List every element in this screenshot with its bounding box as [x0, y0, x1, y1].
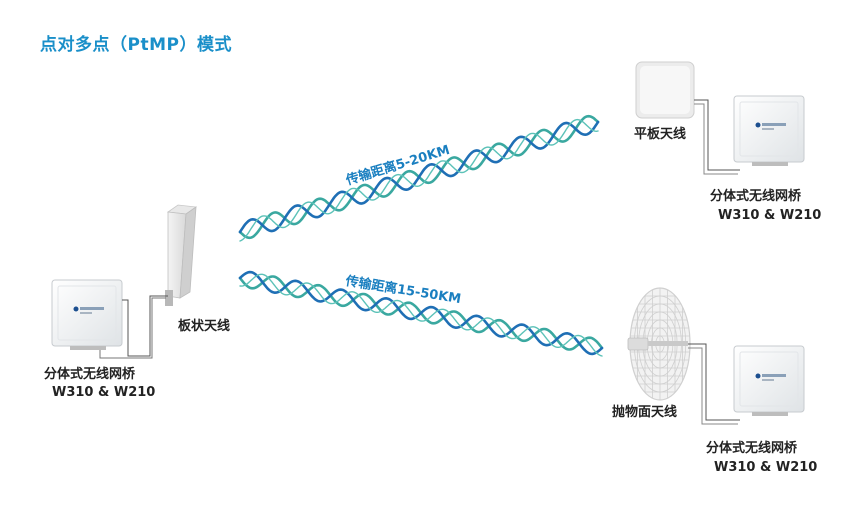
parabolic-dish-antenna [627, 287, 740, 425]
top-right-antenna-label: 平板天线 [634, 127, 687, 142]
bridge-device-left [51, 279, 168, 359]
sector-antenna-left [165, 204, 198, 306]
wave-strand [238, 120, 600, 234]
wave-strand [239, 273, 603, 357]
wave-strand [239, 118, 599, 242]
diagram-title: 点对多点（PtMP）模式 [40, 35, 232, 55]
wave-strand [238, 270, 604, 356]
bottom-right-antenna-label: 抛物面天线 [612, 405, 678, 420]
left-model-label: W310 & W210 [52, 385, 156, 400]
left-device-label: 分体式无线网桥 [44, 367, 136, 382]
left-antenna-label: 板状天线 [178, 319, 231, 334]
bridge-device-bottom-right [733, 345, 805, 416]
bridge-device-top-right [733, 95, 805, 166]
flat-panel-antenna [635, 61, 740, 175]
link-wave-lower [238, 270, 604, 357]
bottom-right-model-label: W310 & W210 [714, 460, 818, 475]
top-right-device-label: 分体式无线网桥 [710, 189, 802, 204]
link-wave-upper [238, 114, 600, 242]
bottom-right-device-label: 分体式无线网桥 [706, 441, 798, 456]
top-right-model-label: W310 & W210 [718, 208, 822, 223]
